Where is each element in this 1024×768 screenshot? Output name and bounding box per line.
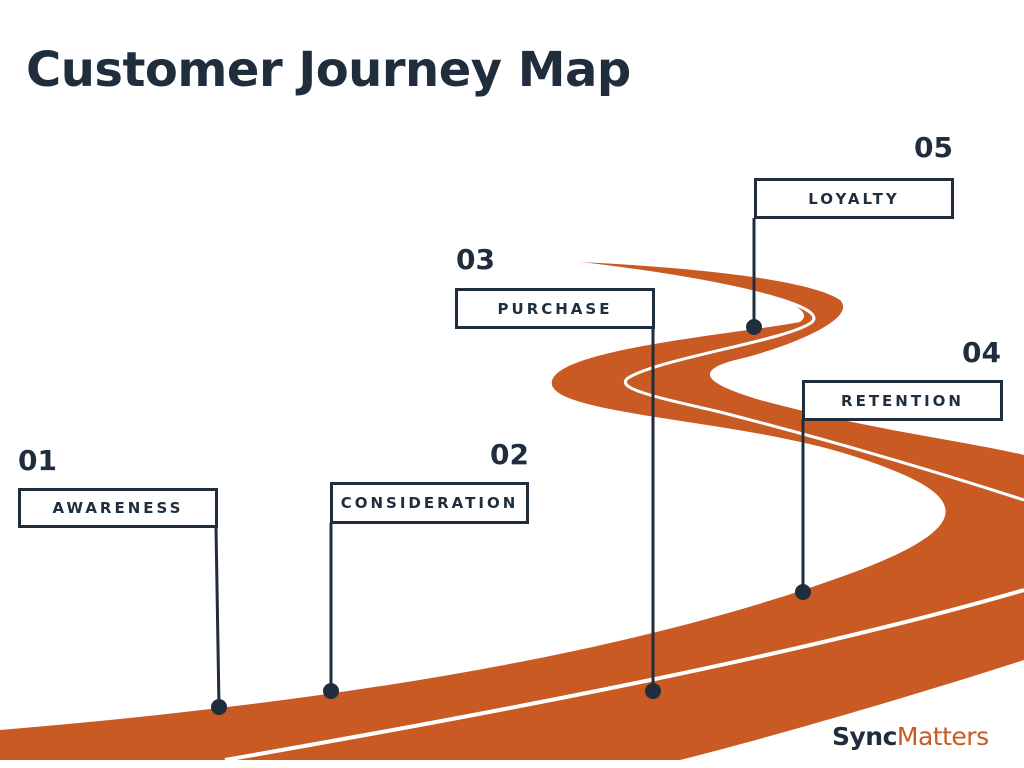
stage-number-purchase: 03 — [456, 243, 495, 276]
marker-loyalty — [746, 319, 762, 335]
stage-number-retention: 04 — [962, 336, 1001, 369]
stage-number-awareness: 01 — [18, 444, 57, 477]
logo-text-sync: Sync — [832, 722, 897, 751]
stage-label-consideration: CONSIDERATION — [330, 482, 529, 524]
road-lane-line-upper — [584, 262, 1024, 502]
pole-awareness — [214, 526, 221, 708]
marker-retention — [795, 584, 811, 600]
page-title: Customer Journey Map — [26, 42, 631, 98]
road-lane-line — [224, 588, 1024, 762]
marker-purchase — [645, 683, 661, 699]
marker-awareness — [211, 699, 227, 715]
stage-label-purchase: PURCHASE — [455, 288, 655, 329]
stage-number-consideration: 02 — [490, 438, 529, 471]
marker-consideration — [323, 683, 339, 699]
stage-label-loyalty: LOYALTY — [754, 178, 954, 219]
logo-text-matters: Matters — [896, 722, 989, 751]
stage-number-loyalty: 05 — [914, 131, 953, 164]
stage-label-retention: RETENTION — [802, 380, 1003, 421]
stage-label-awareness: AWARENESS — [18, 488, 218, 528]
road-surface — [0, 262, 1024, 760]
syncmatters-logo: SyncMatters — [832, 722, 989, 751]
